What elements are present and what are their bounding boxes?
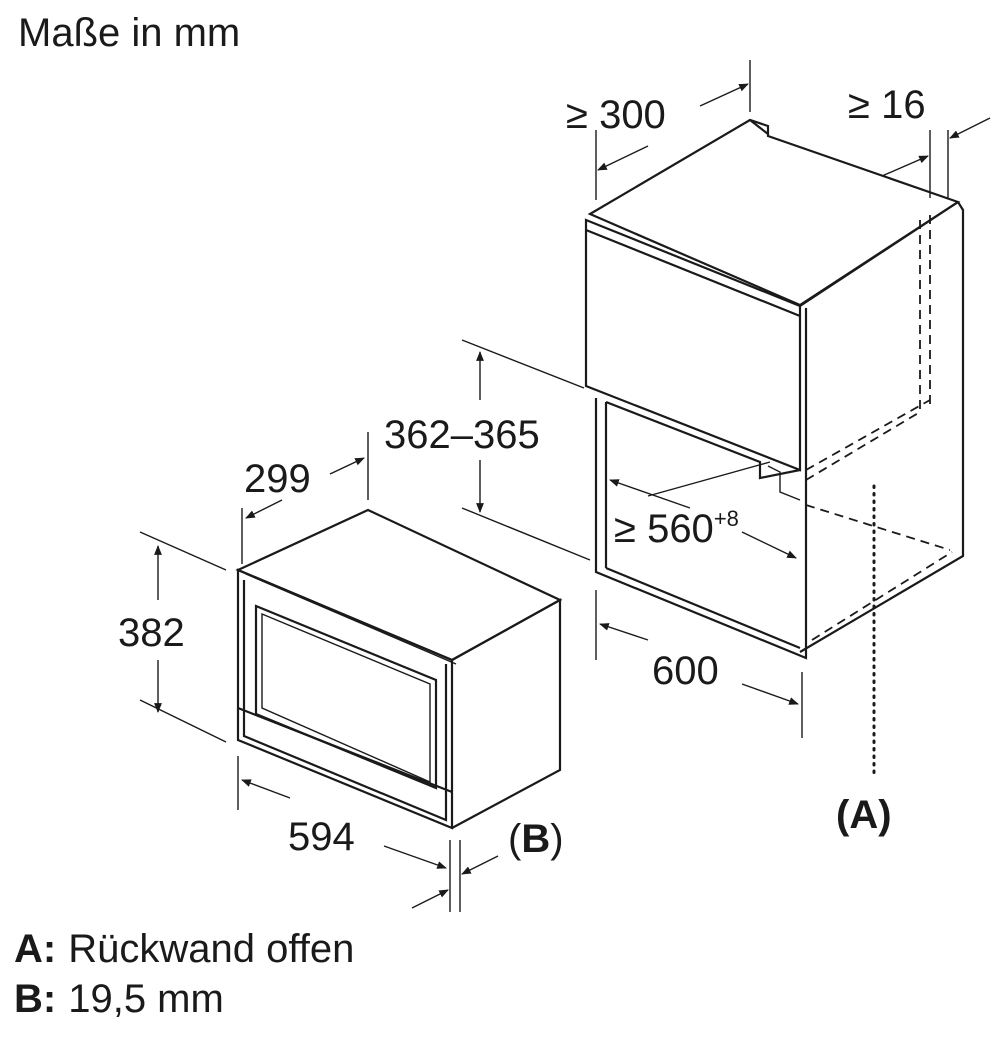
dim-cabinet-width: 600	[652, 649, 719, 693]
device	[235, 508, 563, 830]
dim-inner-width-tolerance: +8	[714, 506, 739, 531]
cabinet	[584, 118, 965, 660]
dim-inner-width-base: ≥ 560	[614, 507, 714, 551]
marker-a: (A)	[836, 793, 892, 837]
device-window	[254, 604, 438, 790]
dim-device-width: 594	[288, 815, 355, 859]
marker-b: (B)	[508, 817, 564, 861]
page-title: Maße in mm	[18, 11, 240, 55]
dim-gap: ≥ 16	[848, 83, 926, 127]
dim-device-height: 382	[118, 611, 185, 655]
legend-item-b: B:19,5 mm	[14, 977, 224, 1021]
dim-niche-height: 362–365	[384, 413, 540, 457]
legend: A:Rückwand offen B:19,5 mm	[14, 927, 354, 1021]
legend-item-a: A:Rückwand offen	[14, 927, 354, 971]
device-front	[236, 568, 454, 830]
dim-niche-depth: ≥ 300	[566, 93, 666, 137]
dim-device-depth: 299	[244, 457, 311, 501]
svg-text:≥ 560+8: ≥ 560+8	[614, 506, 739, 551]
